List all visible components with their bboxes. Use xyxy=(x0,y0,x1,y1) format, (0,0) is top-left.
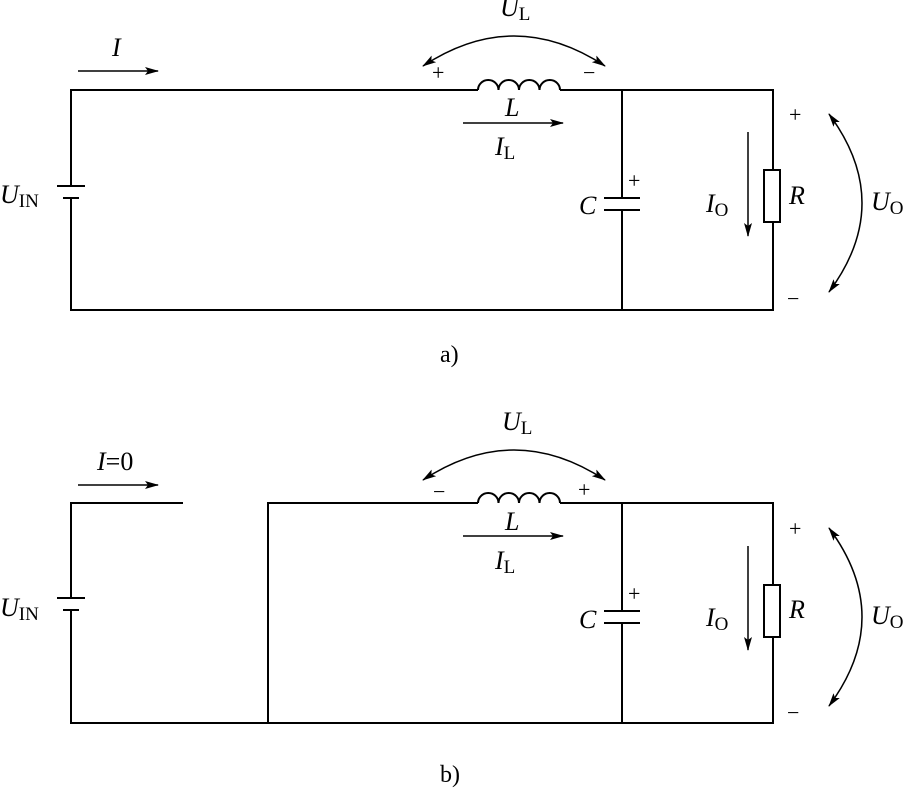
inductor-a xyxy=(477,79,561,91)
resistor-label-a: R xyxy=(788,181,805,210)
output-current-label-a: IO xyxy=(705,189,728,221)
capacitor-a xyxy=(604,197,640,211)
output-minus-sign-a: − xyxy=(787,286,799,311)
inductor-current-label-b: IL xyxy=(494,546,515,578)
source-label-a: UIN xyxy=(0,180,39,212)
inductor-current-label-a: IL xyxy=(494,132,515,164)
wire-a-loop xyxy=(70,89,774,311)
diagram-b: I=0 UL − + L IL UIN C + IO R + − UO b) xyxy=(0,407,904,788)
output-plus-sign-b: + xyxy=(789,516,801,541)
capacitor-b xyxy=(604,610,640,624)
output-voltage-arrow-b xyxy=(828,527,863,707)
battery-b xyxy=(57,597,85,611)
inductor-voltage-arrow-b xyxy=(422,449,606,481)
output-current-label-b: IO xyxy=(705,603,728,635)
inductor-voltage-label-a: UL xyxy=(500,0,530,25)
inductor-voltage-arrow-a xyxy=(422,35,606,67)
diagram-a: I UL + − L IL UIN C + IO R + − UO a) xyxy=(0,0,904,368)
output-voltage-label-a: UO xyxy=(871,187,904,219)
capacitor-label-b: C xyxy=(579,605,597,634)
inductor-minus-sign-a: − xyxy=(583,60,595,85)
source-label-b: UIN xyxy=(0,593,39,625)
inductor-label-b: L xyxy=(504,507,519,536)
capacitor-sign-a: + xyxy=(628,168,640,193)
resistor-a xyxy=(763,169,781,223)
wire-b-source-branch xyxy=(70,502,774,724)
inductor-plus-sign-a: + xyxy=(432,60,444,85)
output-plus-sign-a: + xyxy=(789,102,801,127)
wire-b-freewheel-loop xyxy=(267,502,774,723)
caption-a: a) xyxy=(440,342,459,368)
inductor-voltage-label-b: UL xyxy=(502,407,532,439)
output-voltage-label-b: UO xyxy=(871,601,904,633)
caption-b: b) xyxy=(440,762,460,788)
output-voltage-arrow-a xyxy=(828,113,863,293)
inductor-plus-sign-b: + xyxy=(578,477,590,502)
output-minus-sign-b: − xyxy=(787,700,799,725)
battery-a xyxy=(57,185,85,199)
resistor-b xyxy=(763,584,781,638)
capacitor-label-a: C xyxy=(579,191,597,220)
inductor-label-a: L xyxy=(504,93,519,122)
current-label-a: I xyxy=(111,33,122,62)
resistor-label-b: R xyxy=(788,595,805,624)
current-label-b: I=0 xyxy=(96,447,133,476)
capacitor-sign-b: + xyxy=(628,581,640,606)
inductor-b xyxy=(477,492,561,504)
inductor-minus-sign-b: − xyxy=(433,479,445,504)
